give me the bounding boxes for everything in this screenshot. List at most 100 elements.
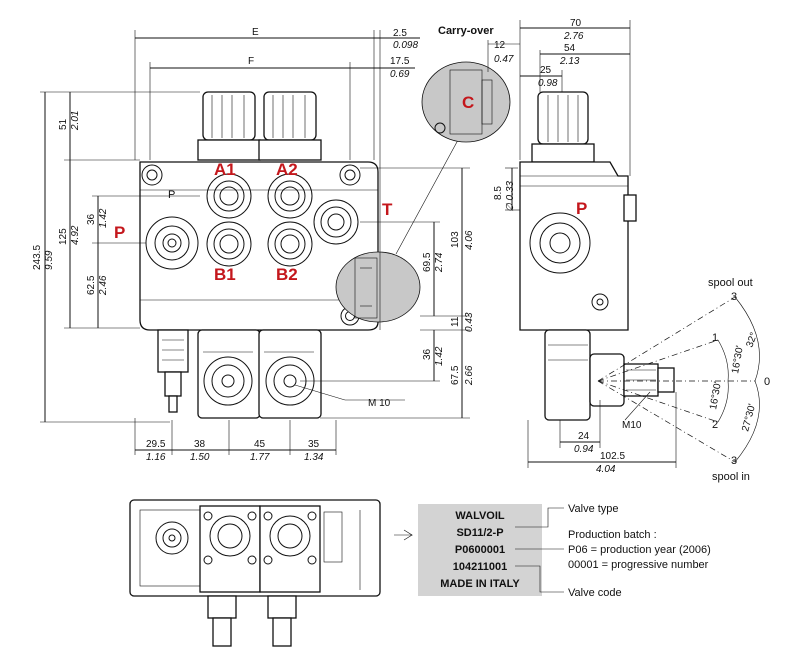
angle-16-30-a: 16°30' bbox=[730, 345, 746, 375]
nameplate: WALVOIL SD11/2-P P0600001 104211001 MADE… bbox=[418, 504, 564, 596]
top-cap-left bbox=[197, 91, 261, 161]
plate-line-walvoil: WALVOIL bbox=[455, 510, 505, 522]
legend-production-batch: Production batch : bbox=[568, 529, 657, 541]
legend-valve-type: Valve type bbox=[568, 503, 619, 515]
dim-125: 125 bbox=[58, 228, 69, 245]
lower-block-right bbox=[258, 329, 322, 419]
dim-4-92: 4.92 bbox=[70, 225, 81, 245]
dim-62-5: 62.5 bbox=[86, 275, 97, 295]
dim-2-46: 2.46 bbox=[98, 275, 109, 296]
port-label-a2: A2 bbox=[276, 160, 298, 179]
dim-0-43: 0.43 bbox=[464, 312, 475, 332]
angle-16-30-b: 16°30' bbox=[708, 381, 724, 411]
dim-11: 11 bbox=[450, 316, 461, 327]
legend-progressive-number: 00001 = progressive number bbox=[568, 559, 709, 571]
dim-17-5: 17.5 bbox=[390, 56, 410, 67]
dim-69-5: 69.5 bbox=[422, 252, 433, 272]
dim-2-01: 2.01 bbox=[70, 111, 81, 131]
front-dimensions: E F 2.5 0.098 17.5 0.69 243.5 9.59 51 2.… bbox=[32, 27, 475, 463]
port-b2-circle bbox=[267, 221, 313, 267]
dim-102-5: 102.5 bbox=[600, 451, 625, 462]
dim-0-94: 0.94 bbox=[574, 444, 594, 455]
dim-1-16: 1.16 bbox=[146, 452, 166, 463]
dim-0-47: 0.47 bbox=[494, 54, 514, 65]
dim-1-42-a: 1.42 bbox=[98, 208, 109, 228]
spool-lever bbox=[589, 353, 675, 407]
dim-m10-side: M10 bbox=[622, 420, 642, 431]
dim-0-33: ∅ 0.33 bbox=[505, 181, 516, 212]
angle-32: 32° bbox=[744, 331, 760, 349]
spool-pos-1: 1 bbox=[712, 332, 718, 344]
dim-1-77: 1.77 bbox=[250, 452, 270, 463]
dim-2-74: 2.74 bbox=[434, 252, 445, 273]
spool-in-label: spool in bbox=[712, 471, 750, 483]
dim-70: 70 bbox=[570, 18, 582, 29]
carry-over-callout bbox=[335, 139, 459, 323]
valve-body-outline bbox=[139, 161, 379, 331]
dim-25: 25 bbox=[540, 65, 552, 76]
dim-f: F bbox=[248, 56, 254, 67]
port-label-p-small: P bbox=[168, 189, 175, 201]
plate-line-code: 104211001 bbox=[453, 561, 507, 573]
dim-9-59: 9.59 bbox=[44, 250, 55, 270]
dim-54: 54 bbox=[564, 43, 576, 54]
port-label-b1: B1 bbox=[214, 265, 236, 284]
port-label-p-side: P bbox=[576, 199, 587, 218]
mount-hole-tr bbox=[339, 164, 361, 186]
dim-0-69: 0.69 bbox=[390, 69, 410, 80]
top-cap-right bbox=[258, 91, 322, 161]
dim-67-5: 67.5 bbox=[450, 365, 461, 385]
spool-pos-2: 2 bbox=[712, 419, 718, 431]
dim-m10-front: M 10 bbox=[368, 398, 391, 409]
dim-2-5: 2.5 bbox=[393, 28, 407, 39]
dim-0-098: 0.098 bbox=[393, 40, 418, 51]
dim-4-04: 4.04 bbox=[596, 464, 616, 475]
dim-243-5: 243.5 bbox=[32, 245, 43, 270]
front-view: P P A1 A2 B1 B2 T bbox=[114, 91, 459, 419]
dim-2-76: 2.76 bbox=[563, 31, 584, 42]
dim-e: E bbox=[252, 27, 259, 38]
dim-2-66: 2.66 bbox=[464, 365, 475, 386]
dim-2-13: 2.13 bbox=[559, 56, 580, 67]
spool-out-label: spool out bbox=[708, 277, 753, 289]
relief-valve-stub bbox=[157, 329, 189, 413]
dim-0-98: 0.98 bbox=[538, 78, 558, 89]
dim-1-50: 1.50 bbox=[190, 452, 210, 463]
port-b1-circle bbox=[206, 221, 252, 267]
lower-block-left bbox=[197, 329, 261, 419]
legend-valve-code: Valve code bbox=[568, 587, 622, 599]
side-view: P 70 2.76 54 2.13 25 0.98 8.5 ∅ 0.33 24 bbox=[493, 18, 677, 475]
dim-1-42-b: 1.42 bbox=[434, 346, 445, 366]
port-label-a1: A1 bbox=[214, 160, 236, 179]
dim-103: 103 bbox=[450, 231, 461, 248]
plate-line-batch: P0600001 bbox=[455, 544, 505, 556]
port-label-b2: B2 bbox=[276, 265, 298, 284]
spool-pos-3-bottom: 3 bbox=[731, 455, 737, 467]
port-t-circle bbox=[313, 199, 359, 245]
mount-hole-tl bbox=[141, 164, 163, 186]
port-label-p: P bbox=[114, 223, 125, 242]
carry-over-detail: Carry-over C 12 0.47 bbox=[421, 25, 520, 143]
spool-pos-3-top: 3 bbox=[731, 291, 737, 303]
dim-36-a: 36 bbox=[86, 213, 97, 225]
dim-45: 45 bbox=[254, 439, 266, 450]
legend-production-year: P06 = production year (2006) bbox=[568, 544, 711, 556]
dim-35: 35 bbox=[308, 439, 320, 450]
dim-8-5: 8.5 bbox=[493, 186, 504, 200]
dim-24: 24 bbox=[578, 431, 590, 442]
dim-4-06: 4.06 bbox=[464, 230, 475, 250]
dim-1-34: 1.34 bbox=[304, 452, 324, 463]
nameplate-legend: Valve type Production batch : P06 = prod… bbox=[568, 503, 711, 599]
port-a1-circle bbox=[206, 173, 252, 219]
plate-line-type: SD11/2-P bbox=[456, 527, 503, 539]
dim-38: 38 bbox=[194, 439, 206, 450]
plate-line-origin: MADE IN ITALY bbox=[440, 578, 520, 590]
carry-over-title: Carry-over bbox=[438, 25, 494, 37]
dim-36-b: 36 bbox=[422, 348, 433, 360]
dim-29-5: 29.5 bbox=[146, 439, 166, 450]
port-label-t: T bbox=[382, 200, 393, 219]
spool-angle-diagram: spool out spool in 3 1 0 2 3 32° 16°30' … bbox=[597, 277, 770, 483]
spool-pos-0: 0 bbox=[764, 376, 770, 388]
bottom-view bbox=[129, 499, 414, 647]
